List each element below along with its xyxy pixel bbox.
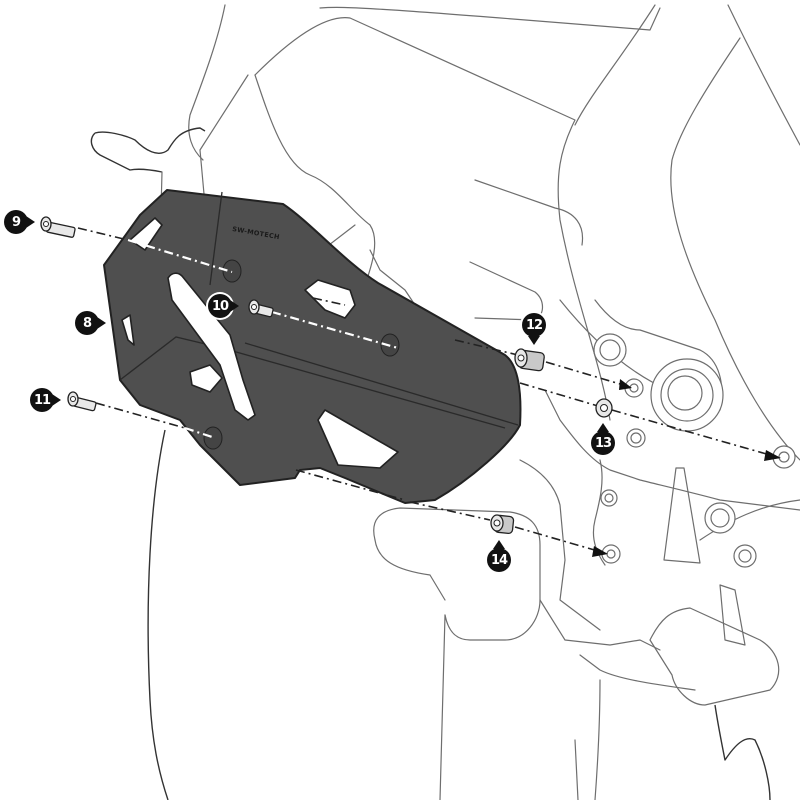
callout-14: 14: [487, 540, 511, 572]
screw-9: [40, 216, 76, 238]
guard-plate: [103, 189, 522, 504]
screw-10: [248, 299, 274, 318]
assembly-axes: [77, 227, 781, 557]
callout-11: 11: [30, 388, 61, 412]
callout-12: 12: [522, 313, 546, 345]
callout-9: 9: [4, 210, 35, 234]
spacer-14: [490, 514, 515, 535]
washer-13: [595, 398, 613, 418]
callout-8: 8: [75, 311, 106, 335]
spacer-12: [514, 348, 545, 372]
screw-11: [67, 391, 97, 412]
callout-13: 13: [591, 423, 615, 455]
callout-10: 10: [208, 294, 239, 318]
